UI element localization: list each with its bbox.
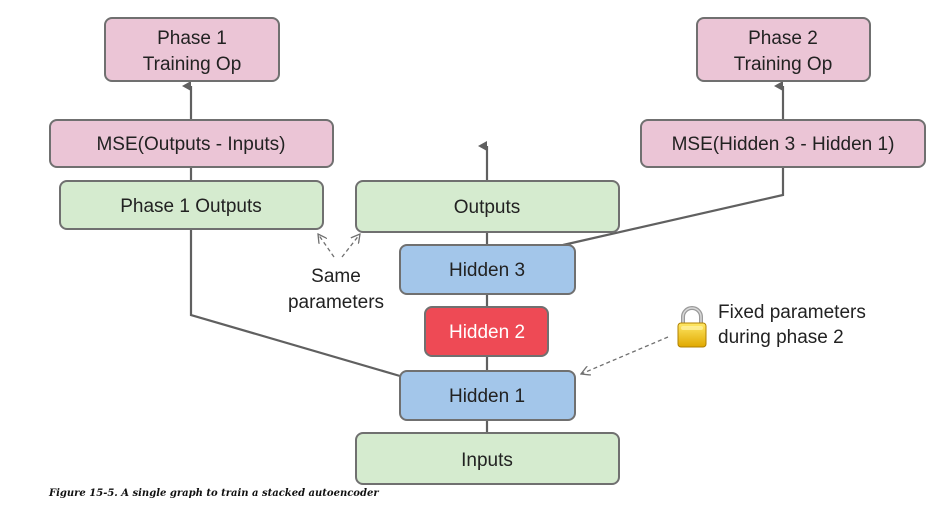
node-mse-outputs-inputs: MSE(Outputs - Inputs) xyxy=(49,119,334,168)
fixed-parameters-line1: Fixed parameters xyxy=(718,302,866,323)
same-parameters-note: Same parameters xyxy=(288,266,384,313)
figure-caption: Figure 15-5. A single graph to train a s… xyxy=(49,488,379,499)
mse1-label: MSE(Outputs - Inputs) xyxy=(96,134,285,155)
hidden2-label: Hidden 2 xyxy=(449,322,525,343)
dashed-annotations xyxy=(318,234,669,374)
phase1-op-line2: Training Op xyxy=(143,54,242,75)
dashed-arrow-to-outputs xyxy=(341,234,360,258)
same-parameters-line1: Same xyxy=(311,266,361,287)
fixed-parameters-line2: during phase 2 xyxy=(718,327,844,348)
dashed-arrow-to-phase1-outputs xyxy=(318,234,335,258)
hidden1-label: Hidden 1 xyxy=(449,386,525,407)
mse2-label: MSE(Hidden 3 - Hidden 1) xyxy=(672,134,895,155)
phase2-op-line2: Training Op xyxy=(734,54,833,75)
node-phase2-training-op: Phase 2 Training Op xyxy=(696,17,871,82)
svg-text:Phase 2: Phase 2 xyxy=(748,28,818,49)
same-parameters-line2: parameters xyxy=(288,292,384,313)
node-phase1-outputs: Phase 1 Outputs xyxy=(59,180,324,230)
node-mse-hidden3-hidden1: MSE(Hidden 3 - Hidden 1) xyxy=(640,119,926,168)
node-hidden3: Hidden 3 xyxy=(399,244,576,295)
connectors xyxy=(182,81,785,433)
hidden3-label: Hidden 3 xyxy=(449,260,525,281)
node-hidden2: Hidden 2 xyxy=(424,306,549,357)
svg-text:Training Op: Training Op xyxy=(734,54,833,75)
lock-icon xyxy=(677,306,707,348)
fixed-parameters-note: Fixed parameters during phase 2 xyxy=(718,302,866,348)
phase2-op-line1: Phase 2 xyxy=(748,28,818,49)
phase1-outputs-label: Phase 1 Outputs xyxy=(120,196,262,217)
edge-hidden3-mse2 xyxy=(562,167,785,247)
edge-hidden1-phase1-outputs xyxy=(189,229,401,378)
node-inputs: Inputs xyxy=(355,432,620,485)
svg-text:Phase 1: Phase 1 xyxy=(157,28,227,49)
inputs-label: Inputs xyxy=(461,450,513,471)
node-phase1-training-op: Phase 1 Training Op xyxy=(104,17,280,82)
outputs-label: Outputs xyxy=(454,197,521,218)
svg-text:Training Op: Training Op xyxy=(143,54,242,75)
phase1-op-line1: Phase 1 xyxy=(157,28,227,49)
node-hidden1: Hidden 1 xyxy=(399,370,576,421)
dashed-arrow-to-hidden1 xyxy=(581,336,669,374)
node-outputs: Outputs xyxy=(355,180,620,233)
